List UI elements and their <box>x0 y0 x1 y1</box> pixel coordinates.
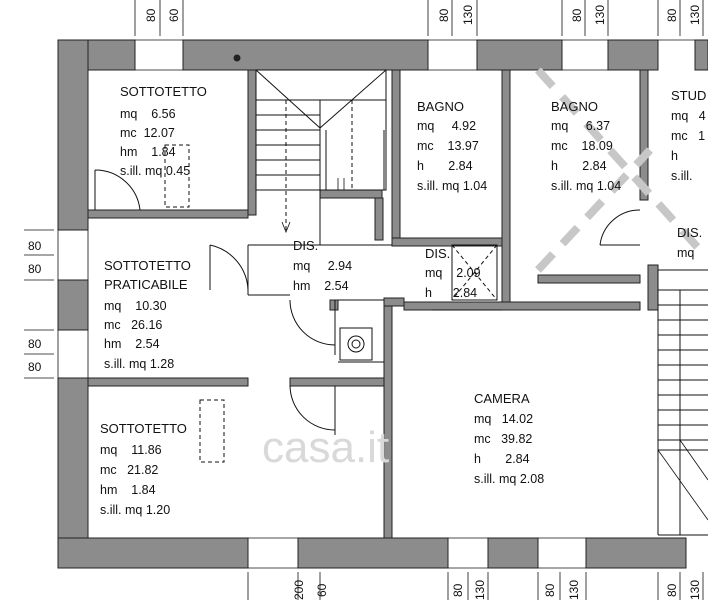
room-height: hm 1.84 <box>120 145 176 159</box>
room-title-2: PRATICABILE <box>104 277 188 292</box>
room-volume: mc 12.07 <box>120 126 175 140</box>
room-light-surface: s.ill. mq 2.08 <box>474 472 544 486</box>
watermark: casa.it <box>262 423 389 472</box>
dimension-label: 80 <box>570 8 584 22</box>
dimension-label: 80 <box>28 239 42 253</box>
dimension-label: 80 <box>665 583 679 597</box>
room-area: mq 11.86 <box>100 443 162 457</box>
room-light-surface: s.ill. mq 1.20 <box>100 503 170 517</box>
room-title: DIS. <box>293 238 318 253</box>
room-volume: mc 1 <box>671 129 705 143</box>
dimension-label: 80 <box>543 583 557 597</box>
dimension-label: 80 <box>28 337 42 351</box>
room-studio: STUD mq 4 mc 1 h s.ill. <box>671 88 706 183</box>
room-area: mq 6.37 <box>551 119 610 133</box>
dimensions-left: 80 80 80 80 <box>24 229 54 379</box>
skylights <box>164 144 225 463</box>
room-title: SOTTOTETTO <box>100 421 187 436</box>
room-title: DIS. <box>677 225 702 240</box>
room-title: SOTTOTETTO <box>120 84 207 99</box>
room-height: h 2.84 <box>474 452 530 466</box>
room-bagno-2: BAGNO mq 6.37 mc 18.09 h 2.84 s.ill. mq … <box>551 99 621 193</box>
room-dis-small: DIS. mq 2.09 h 2.84 <box>425 246 481 300</box>
room-title: SOTTOTETTO <box>104 258 191 273</box>
dimension-label: 130 <box>567 580 581 600</box>
room-area: mq 6.56 <box>120 107 176 121</box>
dimensions-bottom: 200 60 80 130 80 130 80 130 <box>247 572 704 600</box>
dimension-label: 130 <box>461 5 475 25</box>
dimension-label: 130 <box>688 5 702 25</box>
stairs-center <box>255 69 387 245</box>
room-height: h 2.84 <box>551 159 607 173</box>
window-openings <box>57 39 695 569</box>
room-area: mq 10.30 <box>104 299 167 313</box>
dimension-label: 80 <box>28 360 42 374</box>
roof-beam-hatch <box>535 67 703 273</box>
room-area: mq 4.92 <box>417 119 476 133</box>
room-title: DIS. <box>425 246 450 261</box>
room-bagno-1: BAGNO mq 4.92 mc 13.97 h 2.84 s.ill. mq … <box>417 99 487 193</box>
room-volume: mc 18.09 <box>551 139 613 153</box>
room-sottotetto-top: SOTTOTETTO mq 6.56 mc 12.07 hm 1.84 s.il… <box>120 84 207 178</box>
room-light-surface: s.ill. <box>671 169 693 183</box>
room-light-surface: s.ill. mq 1.04 <box>551 179 621 193</box>
chimney <box>339 327 373 361</box>
room-dis-right: DIS. mq <box>677 225 702 260</box>
dimension-label: 60 <box>167 8 181 22</box>
room-height: h 2.84 <box>425 286 477 300</box>
stairs-right <box>657 269 708 536</box>
room-volume: mc 39.82 <box>474 432 532 446</box>
dimension-label: 80 <box>144 8 158 22</box>
room-area: mq 2.94 <box>293 259 352 273</box>
dimension-label: 130 <box>593 5 607 25</box>
doors <box>94 169 641 435</box>
dimension-label: 130 <box>688 580 702 600</box>
room-sottotetto-bottom: SOTTOTETTO mq 11.86 mc 21.82 hm 1.84 s.i… <box>100 421 187 517</box>
room-area: mq 14.02 <box>474 412 533 426</box>
room-height: hm 2.54 <box>293 279 349 293</box>
dimension-label: 130 <box>473 580 487 600</box>
room-title: CAMERA <box>474 391 530 406</box>
room-title: BAGNO <box>551 99 598 114</box>
outer-walls <box>57 39 708 569</box>
dis-small-closet <box>432 244 502 311</box>
room-sottotetto-praticabile: SOTTOTETTO PRATICABILE mq 10.30 mc 26.16… <box>104 258 191 371</box>
room-light-surface: s.ill. mq 1.28 <box>104 357 174 371</box>
room-volume: mc 26.16 <box>104 318 162 332</box>
room-volume: mc 13.97 <box>417 139 479 153</box>
dimension-label: 80 <box>451 583 465 597</box>
room-camera: CAMERA mq 14.02 mc 39.82 h 2.84 s.ill. m… <box>474 391 544 486</box>
room-volume: mc 21.82 <box>100 463 158 477</box>
room-title: STUD <box>671 88 706 103</box>
room-height: h <box>671 149 678 163</box>
dimension-label: 200 <box>292 580 306 600</box>
vent-marker <box>233 54 241 62</box>
room-title: BAGNO <box>417 99 464 114</box>
room-height: hm 1.84 <box>100 483 156 497</box>
dimension-label: 80 <box>28 262 42 276</box>
dimension-label: 80 <box>665 8 679 22</box>
inner-walls <box>87 69 659 539</box>
dimension-label: 60 <box>315 583 329 597</box>
dimensions-top: 80 60 80 130 80 130 80 130 <box>134 0 704 36</box>
room-light-surface: s.ill. mq 1.04 <box>417 179 487 193</box>
room-area: mq 4 <box>671 109 706 123</box>
room-height: h 2.84 <box>417 159 473 173</box>
room-light-surface: s.ill. mq 0.45 <box>120 164 190 178</box>
room-area: mq 2.09 <box>425 266 481 280</box>
room-height: hm 2.54 <box>104 337 160 351</box>
dimension-label: 80 <box>437 8 451 22</box>
room-area: mq <box>677 246 694 260</box>
room-dis-center: DIS. mq 2.94 hm 2.54 <box>293 238 352 293</box>
